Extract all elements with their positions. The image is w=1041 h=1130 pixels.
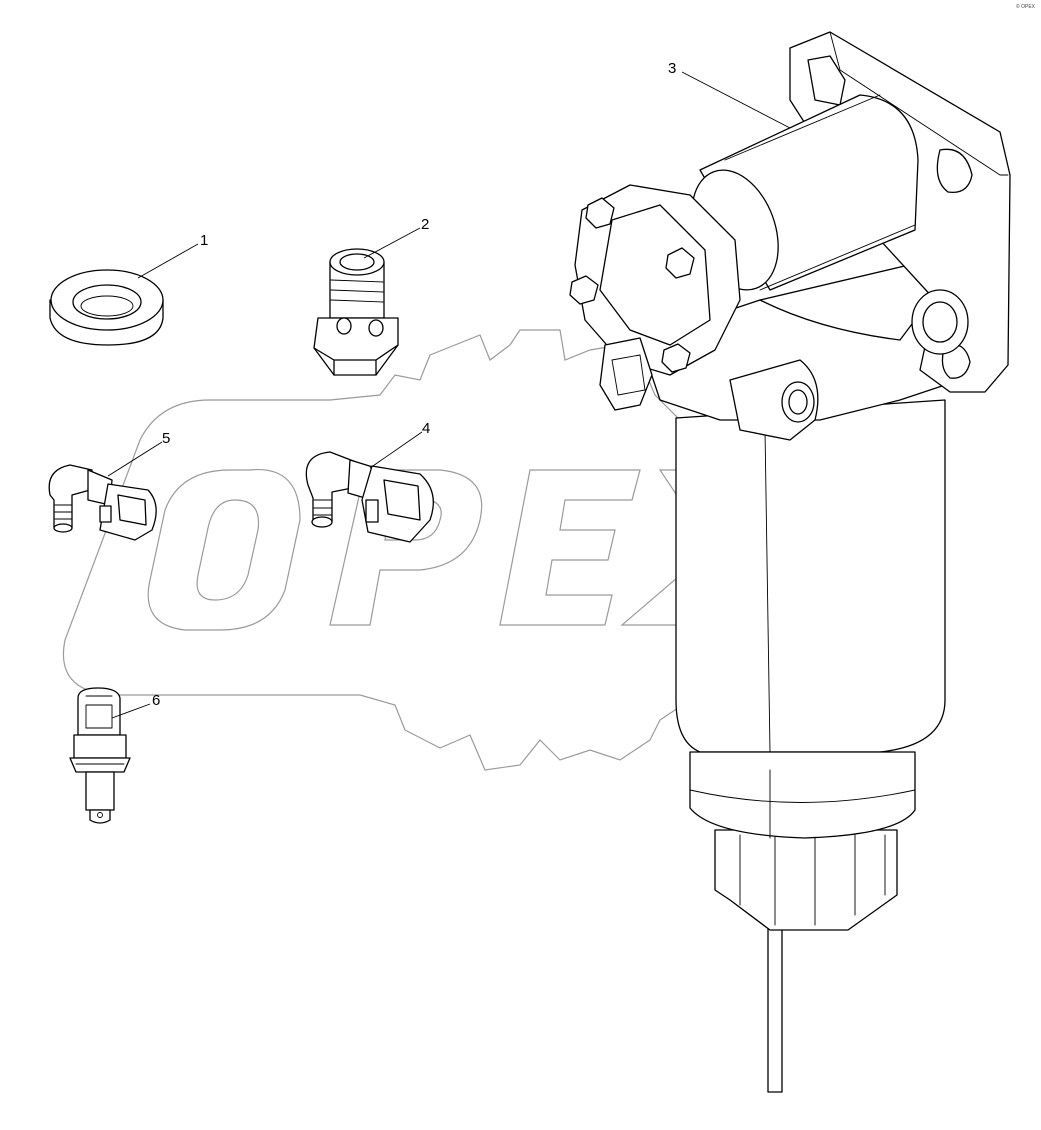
- callout-1: 1: [200, 232, 208, 249]
- leader-4: [369, 431, 423, 469]
- watermark-letter-p: [329, 469, 483, 626]
- callout-5: 5: [162, 430, 170, 447]
- callouts: 1 2 3 4 5 6: [152, 60, 676, 709]
- copyright-mark: © OPEX: [1016, 4, 1035, 10]
- part-elbow-connector-small[interactable]: [48, 464, 157, 541]
- callout-4: 4: [422, 420, 430, 437]
- drain-rod: [767, 919, 783, 1093]
- part-banjo-bolt[interactable]: [313, 248, 399, 376]
- leader-2: [363, 227, 421, 259]
- part-fuel-filter-assembly[interactable]: [569, 31, 1011, 1093]
- callout-6: 6: [152, 692, 160, 709]
- part-elbow-connector-large[interactable]: [305, 451, 434, 543]
- watermark-letter-o: [147, 469, 301, 631]
- connector-plug: [599, 337, 653, 411]
- part-sealing-washer[interactable]: [49, 269, 164, 346]
- callout-2: 2: [421, 216, 429, 233]
- watermark-letter-e: [499, 469, 641, 626]
- leader-6: [111, 703, 151, 719]
- leader-1: [137, 243, 199, 279]
- leader-3: [681, 71, 791, 129]
- callout-3: 3: [668, 60, 676, 77]
- leader-5: [107, 441, 163, 477]
- leader-lines: [107, 71, 791, 719]
- filter-cartridge: [675, 399, 946, 753]
- part-sensor[interactable]: [69, 687, 131, 824]
